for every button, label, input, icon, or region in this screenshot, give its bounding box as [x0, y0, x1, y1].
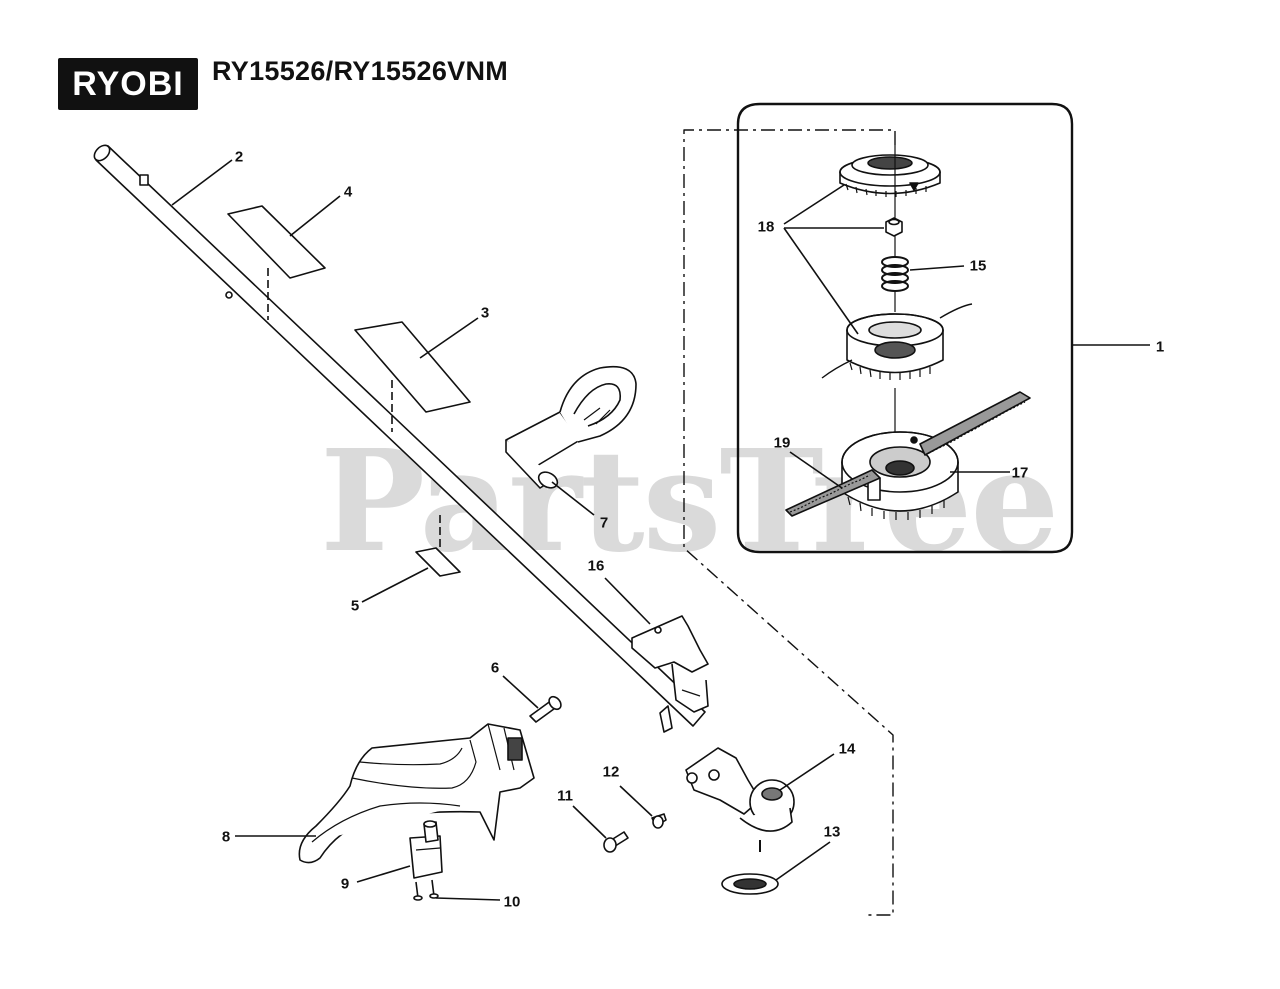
guard-bracket	[631, 615, 709, 713]
screws-10	[413, 879, 439, 901]
retaining-nut	[885, 217, 903, 237]
label-5	[415, 547, 461, 577]
screw-11	[603, 831, 629, 853]
screw-12	[651, 813, 667, 829]
model-number: RY15526/RY15526VNM	[212, 56, 509, 86]
callout-13: 13	[823, 823, 841, 841]
callout-5: 5	[350, 597, 360, 615]
callout-17: 17	[1011, 464, 1029, 482]
callout-14: 14	[838, 740, 856, 758]
callout-16: 16	[587, 557, 605, 575]
callout-18: 18	[757, 218, 775, 236]
callout-6: 6	[490, 659, 500, 677]
callout-1: 1	[1155, 338, 1165, 356]
gearbox	[685, 747, 795, 852]
label-4	[227, 205, 326, 279]
callout-15: 15	[969, 257, 987, 275]
callout-9: 9	[340, 875, 350, 893]
head-assembly-frame	[736, 102, 1074, 554]
debris-guard	[298, 723, 535, 864]
callout-8: 8	[221, 828, 231, 846]
washer-13	[721, 873, 779, 895]
brand-logo-text: RYOBI	[72, 65, 184, 103]
shaft	[93, 144, 706, 733]
callout-11: 11	[557, 787, 573, 805]
assist-handle	[505, 365, 637, 489]
spool	[821, 303, 973, 380]
callout-19: 19	[773, 434, 791, 452]
brand-logo: RYOBI	[58, 58, 198, 110]
callout-7: 7	[599, 514, 609, 532]
spring	[881, 256, 909, 292]
callout-3: 3	[480, 304, 490, 322]
callout-4: 4	[343, 183, 353, 201]
callout-2: 2	[234, 148, 244, 166]
callout-10: 10	[503, 893, 521, 911]
label-3	[354, 321, 471, 413]
callout-12: 12	[602, 763, 620, 781]
guard-clamp	[409, 820, 443, 879]
bump-knob	[839, 154, 941, 197]
screw-6	[529, 695, 562, 723]
cutting-blades	[785, 391, 1031, 517]
